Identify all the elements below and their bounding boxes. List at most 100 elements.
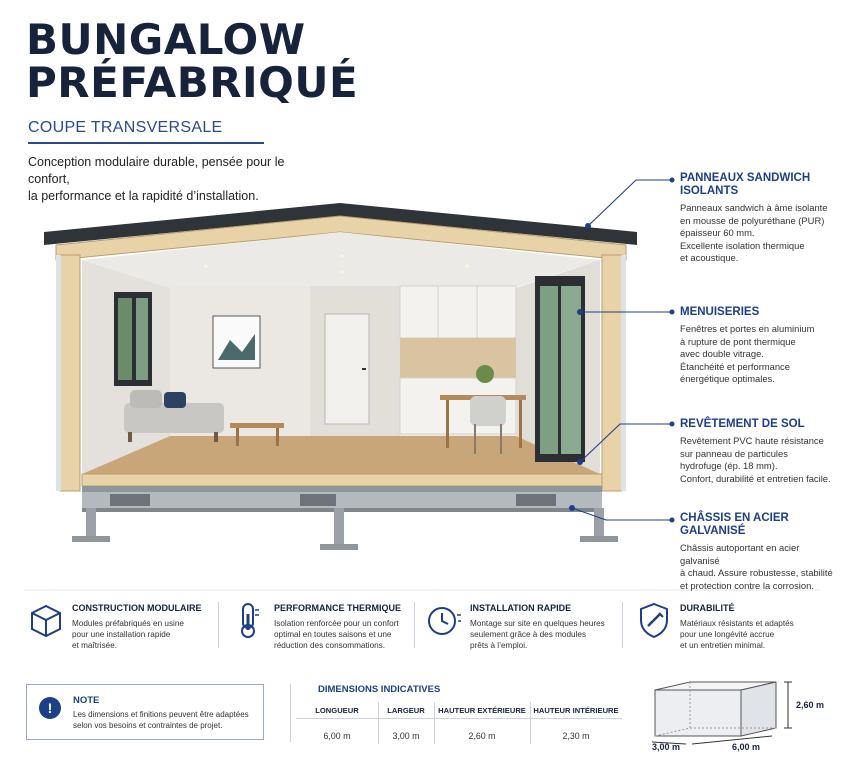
column-separator <box>530 702 531 744</box>
callout-text: en mousse de polyuréthane (PUR) <box>680 214 825 226</box>
sofa <box>124 403 224 433</box>
feature-text: réduction des consommations. <box>274 641 386 650</box>
intro-line-1: Conception modulaire durable, pensée pou… <box>28 155 285 186</box>
note-text: Les dimensions et finitions peuvent être… <box>73 710 249 719</box>
feature-text: Matériaux résistants et adaptés <box>680 619 794 628</box>
note-box: ! NOTE Les dimensions et finitions peuve… <box>26 684 264 740</box>
callout-text: énergétique optimales. <box>680 373 775 385</box>
cube-icon <box>31 604 61 638</box>
callout-text: Châssis autoportant en acier galvanisé <box>680 542 800 566</box>
feature-title: CONSTRUCTION MODULAIRE <box>72 603 202 613</box>
support-leg-mid <box>334 508 344 546</box>
callout-title-2: GALVANISÉ <box>680 525 746 537</box>
ceiling <box>82 232 600 288</box>
clock-icon <box>428 607 461 635</box>
column-separator <box>434 702 435 744</box>
callout-text: Excellente isolation thermique <box>680 239 805 251</box>
box-width-label: 3,00 m <box>652 742 681 752</box>
left-wall-panel <box>59 254 81 492</box>
intro-text: Conception modulaire durable, pensée pou… <box>28 154 328 205</box>
callout-text: Revêtement PVC haute résistance <box>680 435 824 446</box>
callout-text: avec double vitrage. <box>680 348 764 360</box>
callout-floor-covering: REVÊTEMENT DE SOL Revêtement PVC haute r… <box>680 418 840 485</box>
floor-finish <box>82 436 600 474</box>
callout-title: CHÂSSIS EN ACIER <box>680 512 789 524</box>
dimension-label: LARGEUR <box>387 706 425 715</box>
callout-text: et acoustique. <box>680 252 739 264</box>
floor-structure <box>81 473 603 487</box>
callout-text: Étanchéité et performance <box>680 360 790 372</box>
feature-title: DURABILITÉ <box>680 603 735 613</box>
leader-line-sandwich <box>587 179 672 227</box>
steel-chassis-top <box>82 486 602 492</box>
column-separator <box>378 702 379 744</box>
page-title: BUNGALOW PRÉFABRIQUÉ <box>26 18 358 104</box>
leader-line-sol <box>579 423 672 463</box>
interior-door <box>324 313 370 425</box>
box-height-label: 2,60 m <box>796 700 825 710</box>
dimensions-title: DIMENSIONS INDICATIVES <box>318 684 441 695</box>
callout-title-2: ISOLANTS <box>680 185 739 197</box>
callout-text: hydrofuge (ép. 18 mm). <box>680 460 778 472</box>
subtitle-underline <box>28 142 264 144</box>
shield-icon <box>640 602 668 639</box>
callout-text: à chaud. Assure robustesse, stabilité <box>680 567 833 579</box>
feature-text: seulement grâce à des modules <box>470 630 587 639</box>
feature-text: Montage sur site en quelques heures <box>470 619 605 628</box>
note-text: selon vos besoins et contraintes de proj… <box>73 721 223 730</box>
callout-title: PANNEAUX SANDWICH <box>680 172 811 184</box>
dimension-value: 3,00 m <box>392 731 420 741</box>
callout-text: Confort, durabilité et entretien facile. <box>680 472 831 484</box>
exclamation-icon: ! <box>39 697 61 719</box>
dimension-value: 2,60 m <box>468 731 496 741</box>
feature-text: Isolation renforcée pour un confort <box>274 619 399 628</box>
dimension-value: 2,30 m <box>562 731 590 741</box>
table-header-rule <box>296 718 622 719</box>
title-line-1: BUNGALOW <box>26 15 306 64</box>
callout-text: Fenêtres et portes en aluminium <box>680 323 815 334</box>
box-length-label: 6,00 m <box>732 742 761 752</box>
dining-chair <box>470 396 506 426</box>
callout-text: à rupture de pont thermique <box>680 335 796 347</box>
feature-title: PERFORMANCE THERMIQUE <box>274 603 402 613</box>
section-separator <box>290 684 291 742</box>
leader-line-chassis <box>571 507 672 521</box>
dimension-value: 6,00 m <box>323 731 351 741</box>
intro-line-2: la performance et la rapidité d’installa… <box>28 189 259 203</box>
steel-chassis <box>82 492 602 508</box>
note-title: NOTE <box>73 695 100 706</box>
feature-text: optimal en toutes saisons et une <box>274 630 392 639</box>
dimension-column-ext-height: HAUTEUR EXTÉRIEURE 2,60 m <box>434 700 530 746</box>
feature-text: et un entretien minimal. <box>680 641 766 650</box>
section-subtitle: COUPE TRANSVERSALE <box>28 119 223 136</box>
kitchen-backsplash <box>400 338 516 378</box>
thermometer-icon <box>241 603 259 638</box>
feature-separator <box>414 602 415 648</box>
dimension-column-length: LONGUEUR 6,00 m <box>296 700 378 746</box>
support-leg-right <box>594 508 604 538</box>
feature-text: et maîtrisée. <box>72 641 118 650</box>
feature-separator <box>218 602 219 648</box>
callout-text: sur panneau de particules <box>680 447 788 459</box>
feature-text: prêts à l’emploi. <box>470 641 528 650</box>
kitchen-upper-cabinets <box>399 285 517 339</box>
right-wall-panel <box>601 254 623 492</box>
dimension-column-int-height: HAUTEUR INTÉRIEURE 2,30 m <box>530 700 622 746</box>
feature-text: Modules préfabriqués en usine <box>72 619 184 628</box>
callout-menuiseries: MENUISERIES Fenêtres et portes en alumin… <box>680 306 840 386</box>
dimension-label: LONGUEUR <box>315 706 359 715</box>
dimension-box-diagram <box>651 681 792 745</box>
coffee-table <box>230 423 284 428</box>
callout-title: MENUISERIES <box>680 306 760 318</box>
support-leg-left <box>86 508 96 538</box>
dimension-label: HAUTEUR INTÉRIEURE <box>533 706 619 715</box>
plant <box>476 365 494 383</box>
dimension-column-width: LARGEUR 3,00 m <box>378 700 434 746</box>
title-line-2: PRÉFABRIQUÉ <box>26 58 359 107</box>
feature-title: INSTALLATION RAPIDE <box>470 603 572 613</box>
dimension-label: HAUTEUR EXTÉRIEURE <box>438 706 526 715</box>
callout-text: Panneaux sandwich à âme isolante <box>680 202 828 213</box>
